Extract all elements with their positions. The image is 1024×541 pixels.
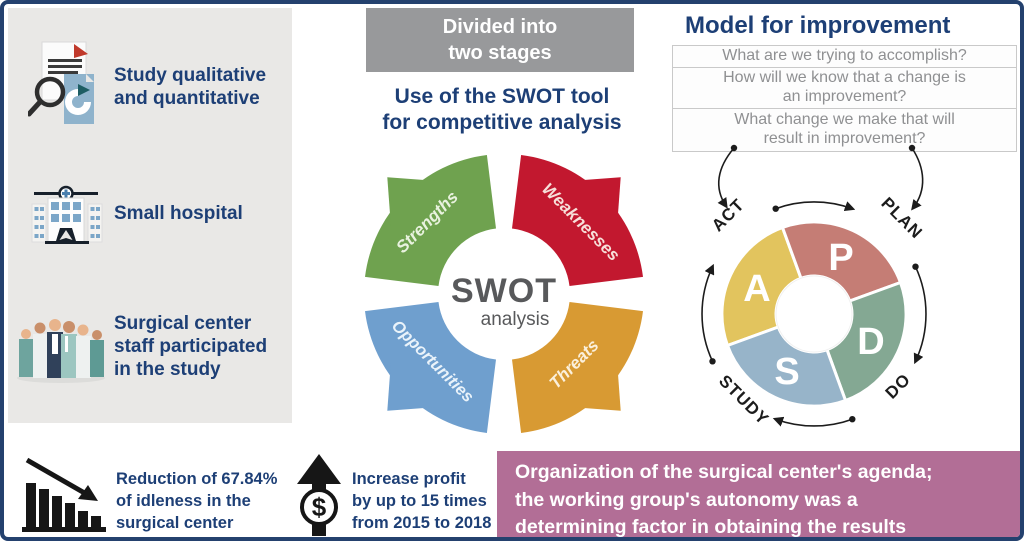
stages-banner: Divided into two stages bbox=[366, 8, 634, 72]
medical-staff-icon bbox=[17, 319, 105, 383]
connector-arrow-right bbox=[908, 144, 924, 211]
reduction-result-label: Reduction of 67.84% of idleness in the s… bbox=[116, 470, 278, 532]
pdsa-cycle-label-act: ACT bbox=[708, 195, 748, 235]
model-for-improvement-title: Model for improvement bbox=[685, 12, 951, 39]
profit-arrow-icon: $ bbox=[297, 454, 341, 536]
hospital-icon bbox=[31, 185, 103, 244]
swot-quadrant-weaknesses: Weaknesses bbox=[512, 155, 643, 286]
document-search-icon bbox=[28, 41, 94, 124]
question-text: What change we make that will result in … bbox=[734, 111, 955, 147]
declining-bar-chart-icon bbox=[22, 457, 106, 532]
improvement-question-box: What are we trying to accomplish? bbox=[672, 45, 1017, 68]
pdsa-center-circle bbox=[775, 275, 853, 353]
improvement-question-box: What change we make that will result in … bbox=[672, 108, 1017, 152]
pdsa-letter-s: S bbox=[774, 351, 799, 393]
results-highlight-box: Organization of the surgical center's ag… bbox=[497, 451, 1020, 537]
swot-diagram: Strengths Weaknesses Opportunities Threa… bbox=[365, 155, 643, 433]
swot-heading: Use of the SWOT tool for competitive ana… bbox=[382, 85, 622, 135]
pdsa-cycle-label-plan: PLAN bbox=[877, 194, 926, 243]
question-text: What are we trying to accomplish? bbox=[722, 47, 967, 65]
dollar-sign: $ bbox=[312, 492, 327, 522]
swot-center-title: SWOT bbox=[451, 272, 557, 310]
improvement-question-box: How will we know that a change is an imp… bbox=[672, 67, 1017, 109]
pdsa-cycle-label-do: DO bbox=[882, 370, 915, 403]
study-item-label: Study qualitative and quantitative bbox=[114, 65, 267, 110]
profit-result-label: Increase profit by up to 15 times from 2… bbox=[352, 470, 492, 532]
connector-arrow-left bbox=[717, 144, 738, 209]
swot-quadrant-strengths: Strengths bbox=[365, 155, 496, 286]
swot-center-subtitle: analysis bbox=[481, 309, 550, 330]
pdsa-letter-d: D bbox=[857, 321, 884, 363]
pdsa-cycle-diagram: A P D S ACT PLAN DO STUDY bbox=[701, 144, 927, 429]
swot-quadrant-threats: Threats bbox=[512, 302, 643, 433]
swot-quadrant-opportunities: Opportunities bbox=[365, 302, 496, 433]
pdsa-letter-p: P bbox=[828, 237, 853, 279]
pdsa-cycle-arrows bbox=[701, 144, 927, 427]
study-item-label: Surgical center staff participated in th… bbox=[114, 313, 268, 381]
pdsa-letter-a: A bbox=[743, 268, 770, 310]
question-text: How will we know that a change is an imp… bbox=[723, 69, 966, 105]
study-item-label: Small hospital bbox=[114, 203, 243, 224]
